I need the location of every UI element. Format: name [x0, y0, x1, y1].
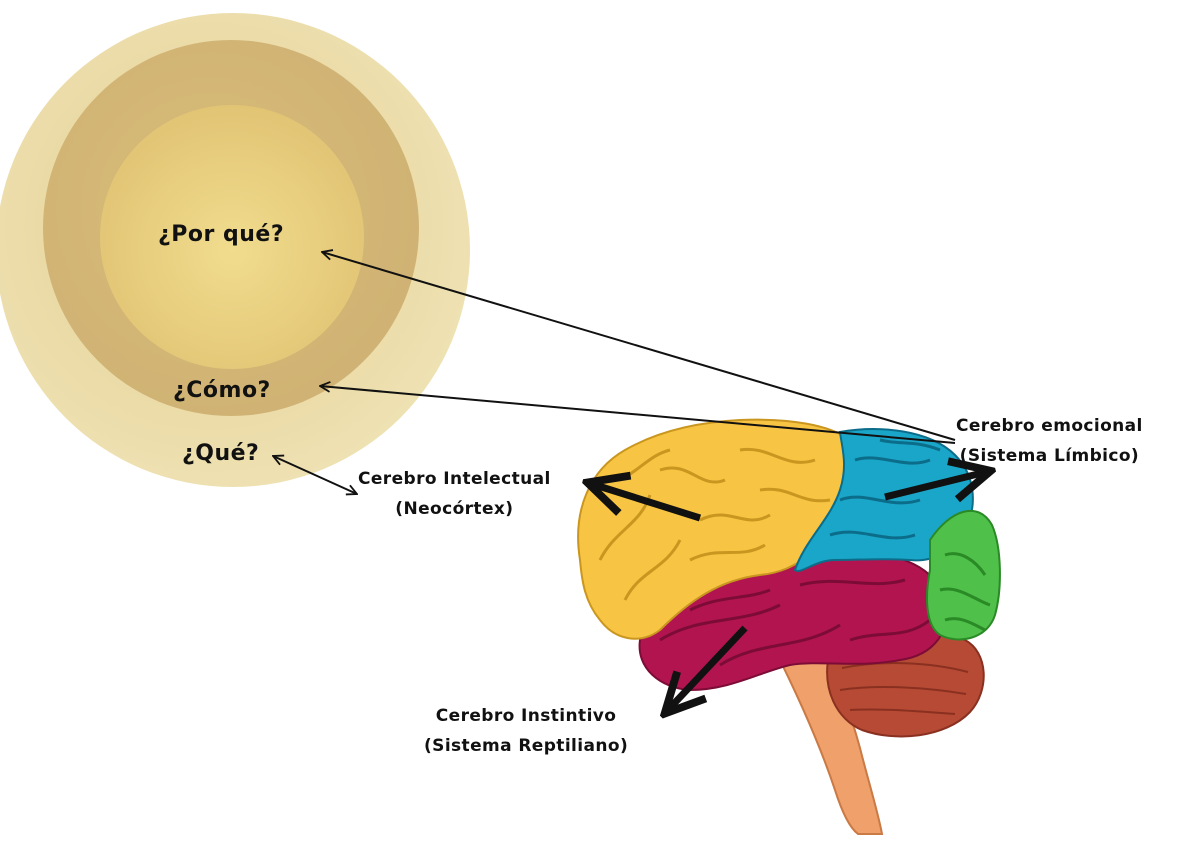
label-instinctive-subtitle: (Sistema Reptiliano) — [424, 736, 629, 756]
region-arrows — [592, 472, 986, 710]
label-intellectual-brain: Cerebro Intelectual (Neocórtex) — [358, 464, 551, 524]
arrow-emotional-to-why — [322, 252, 956, 441]
arrow-limbic — [884, 472, 986, 497]
label-intellectual-title: Cerebro Intelectual — [358, 469, 551, 489]
arrow-what-to-intellectual — [273, 456, 357, 494]
label-emotional-title: Cerebro emocional — [956, 416, 1143, 436]
arrow-emotional-to-how — [320, 386, 956, 444]
label-how: ¿Cómo? — [173, 378, 271, 403]
occipital-lobe — [926, 509, 1001, 641]
label-what: ¿Qué? — [182, 441, 260, 466]
label-why: ¿Por qué? — [158, 222, 285, 247]
arrow-neocortex — [592, 484, 702, 522]
label-instinctive-title: Cerebro Instintivo — [435, 706, 617, 726]
label-intellectual-subtitle: (Neocórtex) — [395, 499, 514, 519]
golden-circle — [0, 13, 470, 487]
label-emotional-brain: Cerebro emocional (Sistema Límbico) — [956, 411, 1143, 471]
connector-arrows — [273, 252, 956, 494]
label-instinctive-brain: Cerebro Instintivo (Sistema Reptiliano) — [424, 701, 628, 761]
circle-why — [100, 105, 364, 369]
label-emotional-subtitle: (Sistema Límbico) — [959, 446, 1140, 466]
arrow-reptilian — [668, 625, 748, 710]
